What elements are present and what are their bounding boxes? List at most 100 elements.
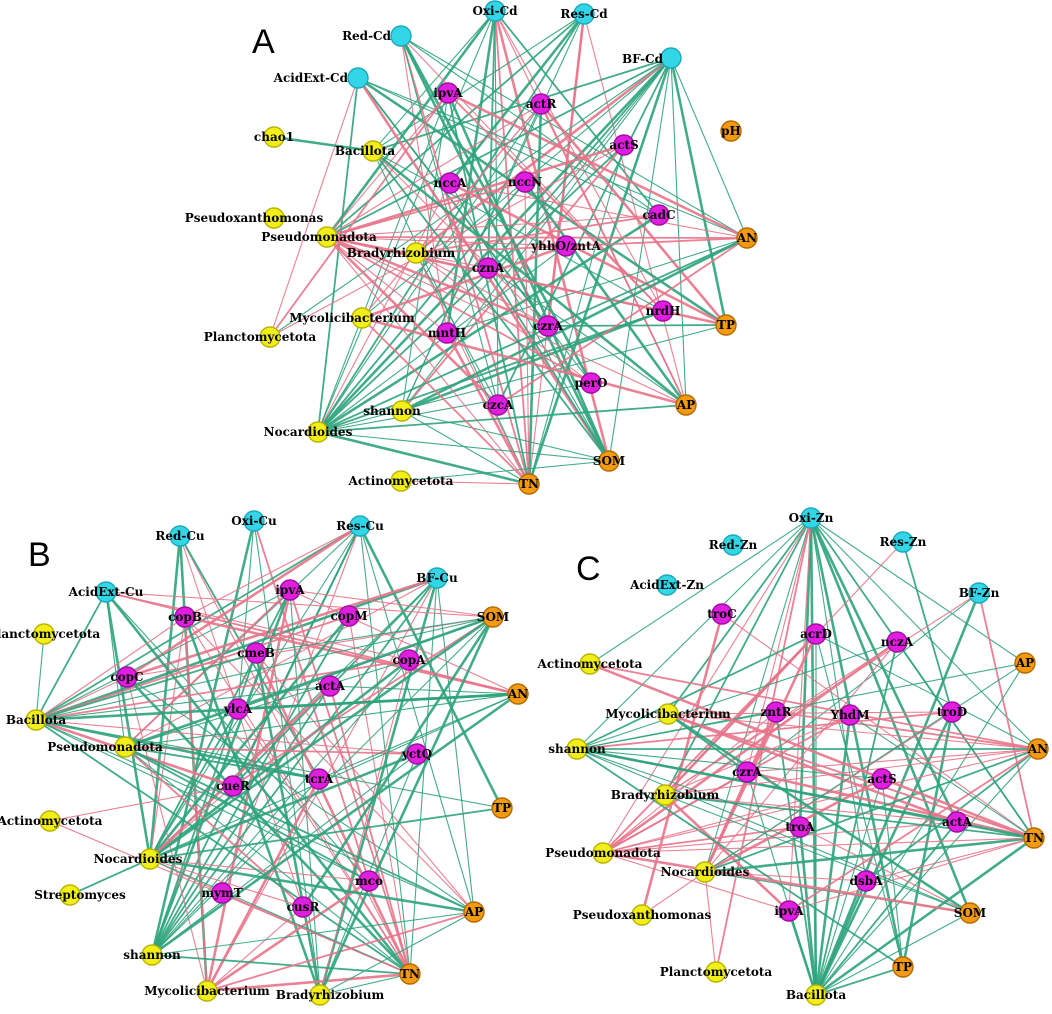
panel-c-node-label: troC bbox=[707, 607, 736, 621]
panel-a-edge-positive bbox=[372, 150, 664, 312]
panel-a-node-circle bbox=[316, 226, 338, 248]
panel-a-node-circle bbox=[530, 93, 552, 115]
panel-a-edge-negative bbox=[540, 103, 727, 326]
panel-a-node-som: SOM bbox=[593, 450, 625, 472]
panel-a-node-label: TN bbox=[519, 477, 539, 491]
panel-c-edge-negative bbox=[667, 712, 958, 824]
panel-c-node-acidext-zn: AcidExt-Zn bbox=[629, 574, 704, 596]
panel-c-edge-positive bbox=[809, 517, 905, 968]
panel-b-node-label: Mycolicibacterium bbox=[144, 984, 270, 998]
panel-b-edge-positive bbox=[35, 692, 519, 722]
panel-b-edge-positive bbox=[149, 525, 361, 860]
panel-b-node-acidext-cu: AcidExt-Cu bbox=[68, 581, 144, 603]
panel-b-node-label: Pseudomonadota bbox=[47, 740, 163, 754]
panel-c-edges bbox=[576, 517, 1039, 997]
panel-a-edge-positive bbox=[401, 236, 748, 413]
panel-b-edge-positive bbox=[149, 807, 503, 860]
panel-c-node-label: Oxi-Zn bbox=[789, 511, 834, 525]
panel-a-node-nocardioides: Nocardioides bbox=[264, 421, 353, 443]
panel-b-node-label: Planctomycetota bbox=[0, 627, 100, 641]
panel-c-node-red-zn: Red-Zn bbox=[709, 534, 758, 556]
panel-a-node-circle bbox=[675, 394, 697, 416]
panel-c-node-label: ipvA bbox=[774, 904, 804, 918]
panel-a-edge-negative bbox=[494, 10, 664, 312]
panel-a-node-cadc: cadC bbox=[642, 204, 676, 226]
panel-b-node-oxi-cu: Oxi-Cu bbox=[231, 510, 277, 532]
panel-c-node-label: Res-Zn bbox=[880, 535, 927, 549]
panel-b-node-cusr: cusR bbox=[287, 896, 321, 918]
panel-c-edge-negative bbox=[865, 837, 1035, 882]
panel-b-node-circle bbox=[507, 683, 529, 705]
panel-a-edge-negative bbox=[540, 103, 687, 406]
panel-c-node-label: zntR bbox=[760, 705, 792, 719]
panel-a-node-label: mntH bbox=[428, 326, 466, 340]
panel-c-node-ap: AP bbox=[1014, 652, 1036, 674]
panel-c-node-tn: TN bbox=[1023, 827, 1045, 849]
panel-b-edge-positive bbox=[35, 576, 438, 722]
panel-a-edge-negative bbox=[269, 77, 359, 338]
panel-b-node-label: cusR bbox=[287, 900, 321, 914]
panel-a-edge-positive bbox=[527, 57, 673, 485]
panel-c-edge-positive bbox=[901, 711, 954, 968]
panel-b-edge-positive bbox=[35, 591, 107, 721]
panel-c-edge-positive bbox=[664, 794, 1035, 839]
panel-a-edge-positive bbox=[317, 404, 687, 433]
panel-a-node-label: nccN bbox=[508, 175, 542, 189]
panel-c-node-label: czrA bbox=[732, 765, 762, 779]
panel-c-edge-negative bbox=[704, 641, 898, 873]
panel-a-edge-negative bbox=[524, 181, 530, 485]
panel-a-edge-positive bbox=[447, 92, 530, 485]
panel-c-node-circle bbox=[579, 653, 601, 675]
panel-a-node-circle bbox=[555, 235, 577, 257]
panel-c-node-label: AN bbox=[1027, 742, 1048, 756]
panel-a-edge-negative bbox=[326, 103, 542, 238]
panel-b-edge-negative bbox=[126, 616, 494, 678]
panel-b-edge-positive bbox=[151, 615, 350, 956]
panel-a-node-czca: czcA bbox=[483, 394, 514, 416]
panel-c-edge-negative bbox=[703, 711, 778, 873]
panel-b-node-copb: copB bbox=[168, 606, 202, 628]
panel-a-node-ipva: ipvA bbox=[433, 82, 463, 104]
panel-b-node-label: TP bbox=[493, 801, 511, 815]
panel-a-edge-positive bbox=[317, 310, 664, 433]
panel-a-node-oxi-cd: Oxi-Cd bbox=[472, 0, 518, 22]
panel-b-edge-positive bbox=[126, 676, 475, 913]
panel-c-edge-negative bbox=[589, 662, 1035, 840]
panel-c-edge-positive bbox=[815, 748, 1039, 996]
panel-c-node-circle bbox=[1014, 652, 1036, 674]
panel-a-node-nrdh: nrdH bbox=[646, 300, 680, 322]
panel-b-node-label: actA bbox=[315, 679, 346, 693]
panel-c-node-circle bbox=[631, 904, 653, 926]
panel-c-edge-positive bbox=[798, 826, 818, 996]
panel-a-node-mnth: mntH bbox=[428, 322, 466, 344]
panel-a-node-label: Nocardioides bbox=[264, 425, 353, 439]
panel-b-edge-positive bbox=[124, 746, 475, 913]
panel-b-node-copm: copM bbox=[331, 605, 367, 627]
panel-b-node-label: cueR bbox=[216, 779, 251, 793]
panel-b-edge-positive bbox=[253, 520, 321, 996]
panel-b-edge-negative bbox=[105, 591, 494, 618]
panel-b-node-circle bbox=[463, 901, 485, 923]
panel-a-node-label: czrA bbox=[533, 319, 563, 333]
panel-a-node-bacillota: Bacillota bbox=[335, 140, 395, 162]
panel-b-node-copa: copA bbox=[392, 649, 426, 671]
panel-c-edge-positive bbox=[814, 714, 852, 996]
panel-a-node-circle bbox=[391, 400, 413, 422]
panel-c-edge-negative bbox=[746, 770, 1035, 840]
panel-a-node-label: Actinomycetota bbox=[348, 474, 454, 488]
panel-b-node-label: ipvA bbox=[275, 583, 305, 597]
panel-b-node-som: SOM bbox=[477, 606, 509, 628]
panel-c-node-circle bbox=[789, 816, 811, 838]
panel-a-edge-positive bbox=[400, 35, 660, 216]
panel-a-edge-negative bbox=[361, 316, 687, 407]
panel-b-edge-negative bbox=[35, 719, 418, 755]
panel-a-edge-negative bbox=[326, 236, 530, 485]
panel-b-node-circle bbox=[39, 810, 61, 832]
panel-a-node-label: ipvA bbox=[433, 86, 463, 100]
panel-b-node-label: Red-Cu bbox=[155, 529, 205, 543]
panel-c-node-label: Actinomycetota bbox=[537, 657, 643, 671]
panel-b-edge-positive bbox=[35, 652, 257, 721]
panel-a-edges bbox=[269, 10, 748, 486]
panel-a-edge-positive bbox=[670, 57, 687, 406]
